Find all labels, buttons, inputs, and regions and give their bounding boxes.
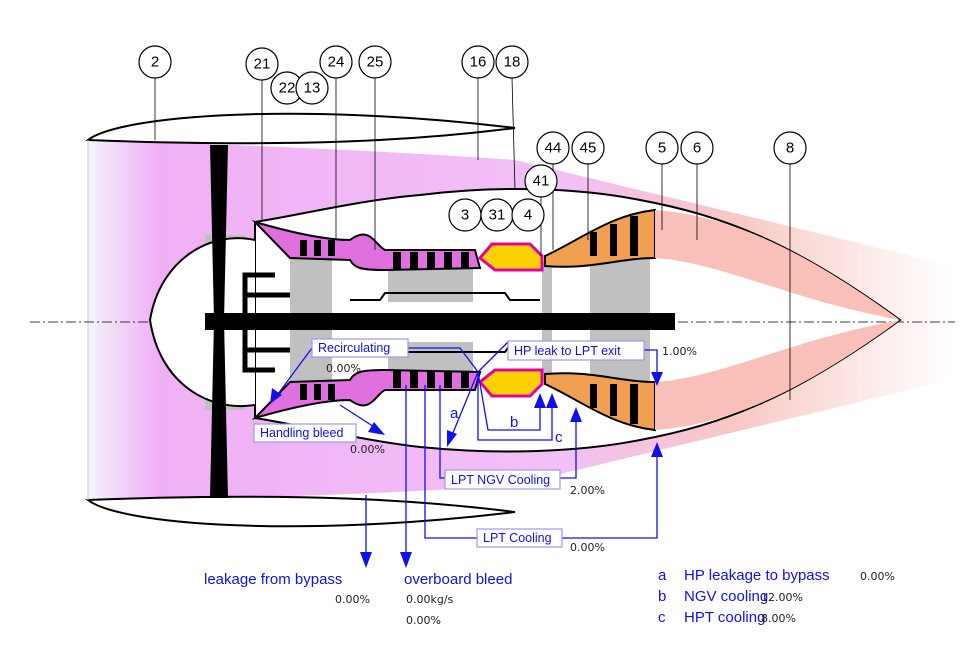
lpt-ngv-cooling-label: LPT NGV Cooling: [444, 469, 561, 490]
legend-item-b: b NGV cooling 12.00%: [658, 588, 803, 605]
station-1: 21: [245, 47, 279, 81]
station-6: 16: [461, 45, 495, 79]
svg-text:8.00%: 8.00%: [761, 612, 796, 625]
exhaust-bottom: [655, 320, 900, 430]
svg-text:5: 5: [658, 140, 666, 157]
station-15: 6: [680, 131, 714, 165]
marker-b: b: [510, 414, 518, 431]
station-leaders: [154, 77, 791, 400]
combustor-bottom: [477, 368, 544, 398]
svg-text:HPT cooling: HPT cooling: [684, 609, 765, 626]
svg-text:HP leak to LPT exit: HP leak to LPT exit: [514, 344, 621, 358]
station-8: 44: [536, 131, 570, 165]
svg-text:LPT Cooling: LPT Cooling: [483, 531, 552, 545]
station-9: 45: [571, 131, 605, 165]
nacelle-top: [85, 112, 516, 145]
station-11: 3: [448, 198, 482, 232]
svg-text:31: 31: [489, 207, 506, 224]
station-5: 25: [358, 45, 392, 79]
station-12: 31: [480, 198, 514, 232]
overboard-bleed-label: overboard bleed: [404, 571, 512, 588]
svg-text:LPT NGV Cooling: LPT NGV Cooling: [451, 473, 550, 487]
lpt-cooling-label: LPT Cooling: [476, 528, 563, 548]
fan-blade: [210, 145, 228, 498]
legend-item-a: a HP leakage to bypass 0.00%: [658, 567, 895, 584]
marker-a: a: [450, 405, 459, 422]
flow-lines: [270, 341, 663, 568]
svg-text:4: 4: [524, 207, 532, 224]
station-10: 41: [524, 164, 558, 198]
svg-text:21: 21: [254, 56, 271, 73]
station-13: 4: [511, 198, 545, 232]
compressor-top: [251, 219, 482, 272]
station-7: 18: [495, 45, 529, 79]
nacelle-bottom: [85, 495, 516, 528]
svg-text:2: 2: [151, 54, 159, 71]
shaft: [205, 313, 675, 330]
svg-text:a: a: [658, 567, 667, 584]
station-0: 2: [138, 45, 172, 79]
station-16: 8: [773, 131, 807, 165]
svg-text:3: 3: [461, 207, 469, 224]
svg-text:24: 24: [328, 54, 345, 71]
hp-leak-lpt-exit-value: 1.00%: [662, 345, 697, 358]
overboard-bleed-flow: 0.00kg/s: [406, 593, 454, 606]
svg-text:13: 13: [304, 80, 321, 97]
svg-text:12.00%: 12.00%: [761, 591, 803, 604]
svg-text:b: b: [658, 588, 666, 605]
marker-c: c: [555, 429, 563, 446]
svg-text:44: 44: [545, 140, 562, 157]
svg-text:Handling bleed: Handling bleed: [260, 426, 343, 440]
station-3: 13: [295, 71, 329, 105]
leakage-from-bypass-value: 0.00%: [335, 593, 370, 606]
handling-bleed-value: 0.00%: [350, 443, 385, 456]
station-4: 24: [319, 45, 353, 79]
svg-text:18: 18: [504, 54, 521, 71]
svg-text:45: 45: [580, 140, 597, 157]
recirculating-value: 0.00%: [326, 362, 361, 375]
legend-item-c: c HPT cooling 8.00%: [658, 609, 796, 626]
station-14: 5: [645, 131, 679, 165]
svg-text:NGV cooling: NGV cooling: [684, 588, 768, 605]
svg-text:Recirculating: Recirculating: [318, 341, 390, 355]
recirculating-label: Recirculating: [311, 338, 409, 358]
svg-text:22: 22: [279, 80, 296, 97]
svg-text:0.00%: 0.00%: [860, 570, 895, 583]
svg-text:25: 25: [367, 54, 384, 71]
svg-text:16: 16: [470, 54, 487, 71]
leakage-from-bypass-label: leakage from bypass: [204, 571, 342, 588]
svg-text:c: c: [658, 609, 666, 626]
compressor-bottom: [251, 368, 482, 421]
lpt-cooling-value: 0.00%: [570, 541, 605, 554]
combustor-top: [477, 242, 544, 272]
svg-text:41: 41: [533, 173, 550, 190]
lpt-ngv-cooling-value: 2.00%: [570, 484, 605, 497]
handling-bleed-label: Handling bleed: [253, 423, 357, 443]
exhaust-top: [655, 210, 900, 320]
svg-text:HP leakage to bypass: HP leakage to bypass: [684, 567, 830, 584]
svg-text:8: 8: [786, 140, 794, 157]
svg-text:6: 6: [693, 140, 701, 157]
overboard-bleed-value: 0.00%: [406, 614, 441, 627]
hp-leak-lpt-exit-label: HP leak to LPT exit: [507, 340, 645, 361]
